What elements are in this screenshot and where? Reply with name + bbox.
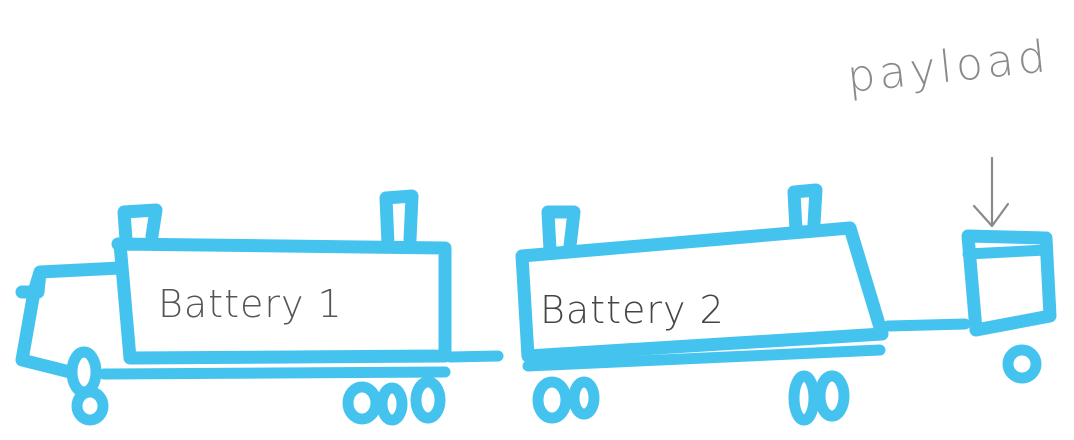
payload-box-top <box>968 250 1046 254</box>
payload-cart <box>968 236 1050 378</box>
battery-1-terminal-left <box>124 210 156 240</box>
coupler-1 <box>450 356 498 357</box>
coupler-2 <box>888 324 965 326</box>
battery-1-label: Battery 1 <box>158 282 343 326</box>
payload-wheel <box>1008 350 1036 378</box>
battery-2-terminal-right <box>794 190 816 230</box>
arrow-down-icon <box>974 158 1008 226</box>
chassis-1 <box>104 372 445 374</box>
wheels-2 <box>538 376 844 420</box>
battery-2-terminal-left <box>548 212 574 250</box>
battery-1-terminal-right <box>386 196 412 244</box>
battery-2-label: Battery 2 <box>540 288 725 332</box>
